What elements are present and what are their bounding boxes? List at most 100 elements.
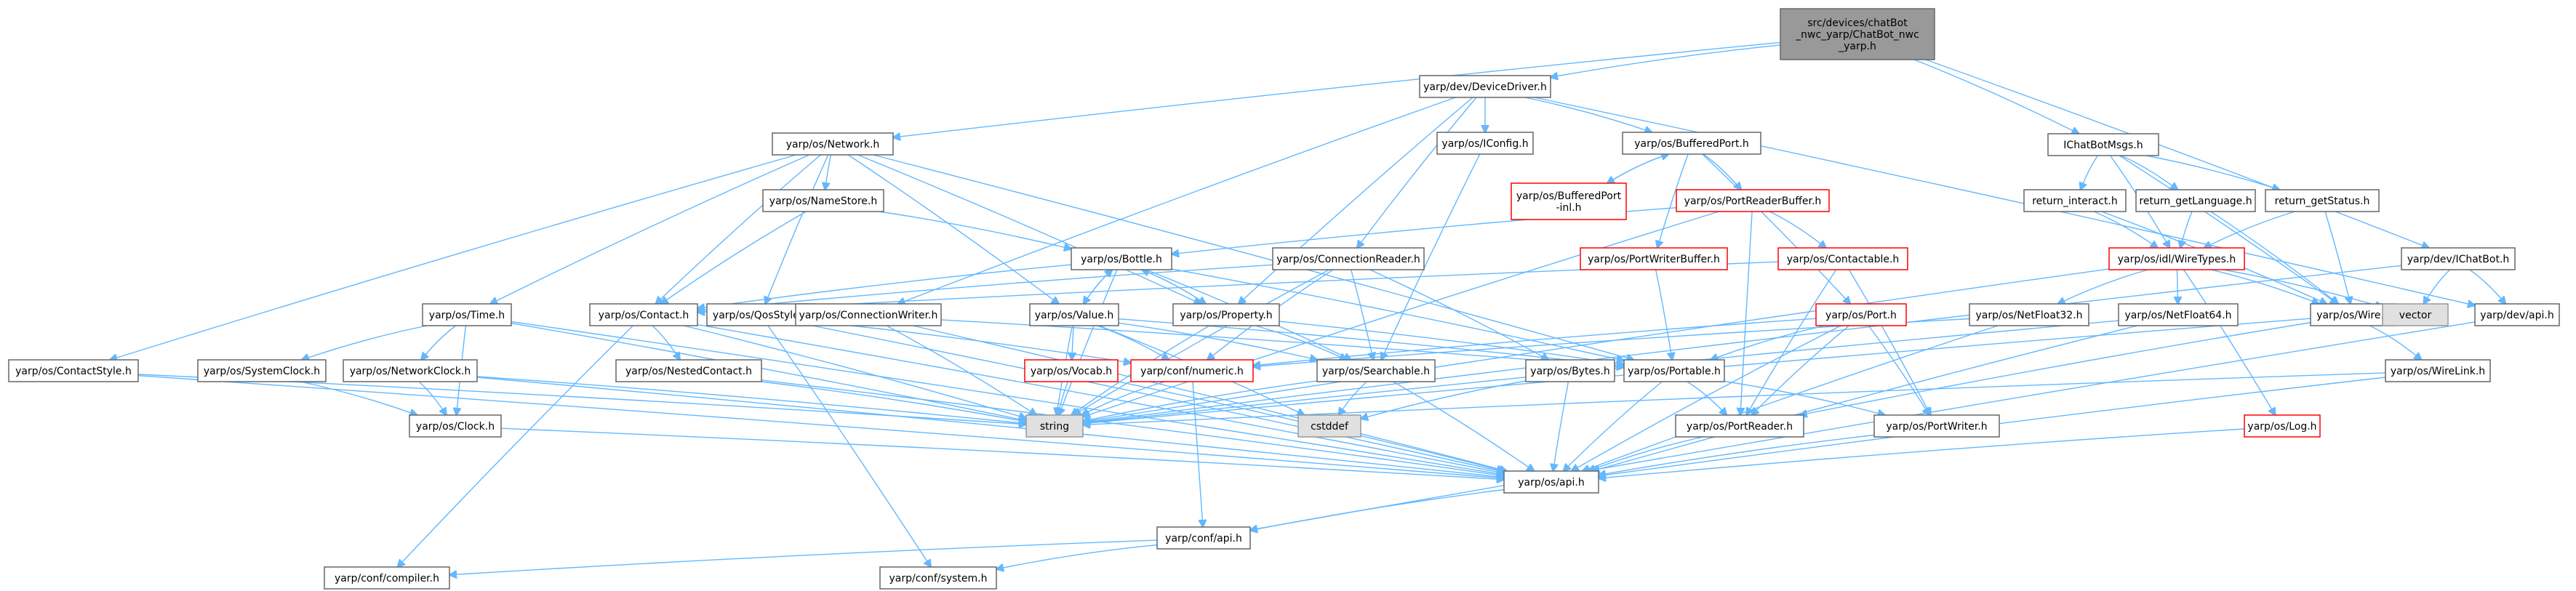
node-box-osapi (1503, 470, 1599, 494)
node-label-vocab: yarp/os/Vocab.h (1031, 366, 1112, 377)
node-log[interactable]: yarp/os/Log.h (2244, 414, 2321, 438)
node-port[interactable]: yarp/os/Port.h (1815, 303, 1907, 326)
node-box-systemclock (197, 359, 327, 382)
edge-network-to-value (847, 154, 1059, 304)
node-box-confapi (1156, 526, 1251, 550)
edge-confnumeric-to-string (1081, 381, 1165, 415)
node-bufferedportinl[interactable]: yarp/os/BufferedPort-inl.h (1511, 182, 1627, 220)
node-label-wire: yarp/os/Wire.h (2316, 310, 2391, 321)
node-label-devdriver: yarp/dev/DeviceDriver.h (1423, 81, 1547, 93)
node-systemclock[interactable]: yarp/os/SystemClock.h (197, 359, 327, 382)
node-value[interactable]: yarp/os/Value.h (1029, 303, 1119, 326)
node-clock[interactable]: yarp/os/Clock.h (409, 414, 502, 438)
node-portreaderbuffer[interactable]: yarp/os/PortReaderBuffer.h (1676, 189, 1830, 212)
node-connreader[interactable]: yarp/os/ConnectionReader.h (1272, 247, 1425, 270)
node-label-qosstyle: yarp/os/QosStyle.h (713, 310, 809, 321)
edge-property-to-searchable (1255, 325, 1347, 360)
node-devdriver[interactable]: yarp/dev/DeviceDriver.h (1419, 75, 1551, 98)
node-box-devapi (2474, 303, 2560, 326)
edge-port-to-confnumeric (1253, 318, 1817, 366)
node-box-portable (1623, 359, 1725, 382)
edge-ichatbot-to-string (1083, 265, 2402, 422)
node-portwriter[interactable]: yarp/os/PortWriter.h (1873, 414, 2000, 438)
node-label-portwriterbuffer: yarp/os/PortWriterBuffer.h (1588, 254, 1720, 265)
node-networkclock[interactable]: yarp/os/NetworkClock.h (343, 359, 478, 382)
node-portreader[interactable]: yarp/os/PortReader.h (1675, 414, 1804, 438)
edge-qosstyle-to-confnumeric (814, 321, 1131, 363)
edge-devdriver-to-bufferedport (1524, 97, 1652, 132)
edge-ichatbotmsgs-to-returngetstatus (2145, 155, 2280, 190)
node-confapi[interactable]: yarp/conf/api.h (1156, 526, 1251, 550)
node-label-connreader: yarp/os/ConnectionReader.h (1276, 254, 1420, 265)
node-netfloat64[interactable]: yarp/os/NetFloat64.h (2118, 303, 2239, 326)
edge-bytes-to-cstddef (1361, 380, 1527, 419)
edge-network-to-time (490, 154, 810, 304)
node-returngetlang[interactable]: return_getLanguage.h (2135, 189, 2256, 212)
edge-connreader-to-string (1073, 269, 1330, 415)
edge-contact-to-osapi (697, 323, 1504, 473)
node-box-returngetstatus (2265, 189, 2380, 212)
node-label-netfloat64: yarp/os/NetFloat64.h (2124, 310, 2231, 321)
node-contactstyle[interactable]: yarp/os/ContactStyle.h (8, 359, 139, 382)
node-searchable[interactable]: yarp/os/Searchable.h (1316, 359, 1436, 382)
node-box-port (1815, 303, 1907, 326)
node-bottle[interactable]: yarp/os/Bottle.h (1071, 247, 1172, 270)
node-cstddef[interactable]: cstddef (1297, 414, 1361, 438)
edge-root-to-devdriver (1551, 44, 1781, 77)
edge-property-to-portable (1279, 321, 1624, 364)
edge-portreaderbuffer-to-portreader (1740, 211, 1753, 415)
node-confnumeric[interactable]: yarp/conf/numeric.h (1130, 359, 1254, 382)
node-box-confsystem (879, 566, 997, 590)
edge-connreader-to-searchable (1351, 269, 1374, 360)
edge-ichatbotmsgs-to-returninteract (2081, 155, 2098, 190)
node-netfloat32[interactable]: yarp/os/NetFloat32.h (1969, 303, 2089, 326)
edge-bottle-to-portable (1171, 268, 1624, 361)
node-returninteract[interactable]: return_interact.h (2023, 189, 2127, 212)
edge-portreaderbuffer-to-contactable (1769, 211, 1826, 248)
node-ichatbotmsgs[interactable]: IChatBotMsgs.h (2047, 133, 2159, 156)
edge-port-to-portable (1711, 325, 1825, 360)
edge-namestore-to-bottle (879, 211, 1071, 249)
node-box-portreader (1675, 414, 1804, 438)
edge-bottle-to-string (1059, 269, 1118, 415)
node-wirelink[interactable]: yarp/os/WireLink.h (2385, 359, 2491, 382)
node-wiretypes[interactable]: yarp/os/idl/WireTypes.h (2108, 247, 2245, 270)
node-contact[interactable]: yarp/os/Contact.h (589, 303, 698, 326)
node-returngetstatus[interactable]: return_getStatus.h (2265, 189, 2380, 212)
node-confcompiler[interactable]: yarp/conf/compiler.h (324, 566, 450, 590)
node-box-clock (409, 414, 502, 438)
node-contactable[interactable]: yarp/os/Contactable.h (1777, 247, 1908, 270)
node-namestore[interactable]: yarp/os/NameStore.h (762, 189, 884, 212)
node-vocab[interactable]: yarp/os/Vocab.h (1024, 359, 1119, 382)
node-network[interactable]: yarp/os/Network.h (772, 132, 894, 156)
edge-wiretypes-to-wire (2211, 269, 2319, 304)
node-time[interactable]: yarp/os/Time.h (422, 303, 512, 326)
node-vector[interactable]: vector (2382, 303, 2449, 326)
node-root[interactable]: src/devices/chatBot_nwc_yarp/ChatBot_nwc… (1780, 8, 1935, 60)
node-property[interactable]: yarp/os/Property.h (1172, 303, 1280, 326)
node-label-bottle: yarp/os/Bottle.h (1081, 254, 1162, 265)
edge-returninteract-to-wiretypes (2094, 211, 2158, 248)
node-box-root (1780, 8, 1935, 60)
edge-value-to-confnumeric (1097, 325, 1169, 360)
node-nestedcontact[interactable]: yarp/os/NestedContact.h (615, 359, 762, 382)
node-bytes[interactable]: yarp/os/Bytes.h (1525, 359, 1615, 382)
node-label-connwriter: yarp/os/ConnectionWriter.h (799, 310, 938, 321)
node-label-confcompiler: yarp/conf/compiler.h (335, 573, 439, 584)
node-box-netfloat32 (1969, 303, 2089, 326)
node-devapi[interactable]: yarp/dev/api.h (2474, 303, 2560, 326)
node-iconfig[interactable]: yarp/os/IConfig.h (1436, 132, 1534, 155)
node-portwriterbuffer[interactable]: yarp/os/PortWriterBuffer.h (1580, 247, 1728, 270)
node-string[interactable]: string (1025, 414, 1084, 438)
edge-nestedcontact-to-osapi (761, 379, 1504, 476)
node-connwriter[interactable]: yarp/os/ConnectionWriter.h (795, 303, 942, 326)
node-label-confnumeric: yarp/conf/numeric.h (1140, 366, 1244, 377)
edge-osapi-to-confapi (1250, 489, 1505, 531)
node-ichatbot[interactable]: yarp/dev/IChatBot.h (2401, 247, 2516, 270)
node-confsystem[interactable]: yarp/conf/system.h (879, 566, 997, 590)
node-osapi[interactable]: yarp/os/api.h (1503, 470, 1599, 494)
node-portable[interactable]: yarp/os/Portable.h (1623, 359, 1725, 382)
edge-devdriver-to-connwriter (898, 97, 1456, 304)
node-bufferedport[interactable]: yarp/os/BufferedPort.h (1622, 132, 1761, 155)
edge-searchable-to-string (1083, 380, 1318, 421)
